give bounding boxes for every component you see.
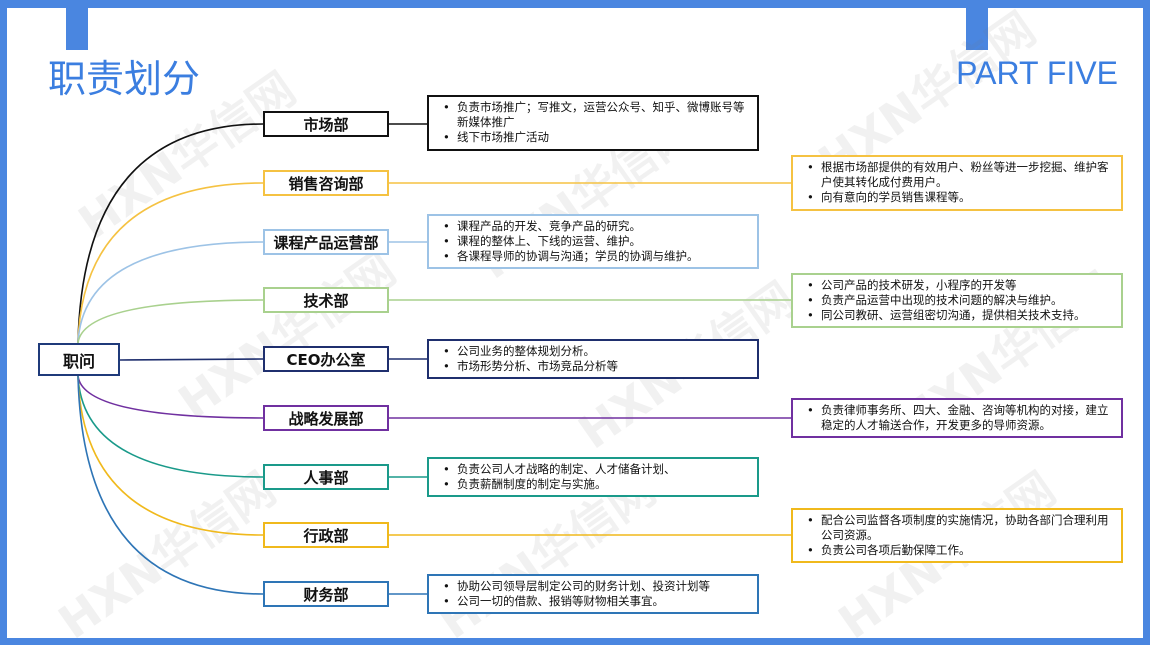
department-description: 负责市场推广；写推文，运营公众号、知乎、微博账号等新媒体推广线下市场推广活动: [427, 95, 759, 151]
description-item: 负责产品运营中出现的技术问题的解决与维护。: [807, 293, 1115, 308]
department-node: 技术部: [263, 287, 389, 313]
department-description: 负责律师事务所、四大、金融、咨询等机构的对接，建立稳定的人才输送合作，开发更多的…: [791, 398, 1123, 438]
department-node: 财务部: [263, 581, 389, 607]
description-item: 负责律师事务所、四大、金融、咨询等机构的对接，建立稳定的人才输送合作，开发更多的…: [807, 403, 1115, 433]
department-node: 课程产品运营部: [263, 229, 389, 255]
connector-root-to-dept: [77, 375, 264, 478]
description-item: 各课程导师的协调与沟通；学员的协调与维护。: [443, 249, 751, 264]
description-item: 负责公司各项后勤保障工作。: [807, 543, 1115, 558]
connector-root-to-dept: [77, 299, 264, 344]
description-item: 向有意向的学员销售课程等。: [807, 190, 1115, 205]
connector-root-to-dept: [77, 375, 264, 536]
description-list: 负责律师事务所、四大、金融、咨询等机构的对接，建立稳定的人才输送合作，开发更多的…: [801, 403, 1115, 433]
description-item: 公司一切的借款、报销等财物相关事宜。: [443, 594, 751, 609]
description-list: 公司业务的整体规划分析。市场形势分析、市场竞品分析等: [437, 344, 751, 374]
department-node: 市场部: [263, 111, 389, 137]
department-description: 课程产品的开发、竞争产品的研究。课程的整体上、下线的运营、维护。各课程导师的协调…: [427, 214, 759, 269]
description-item: 根据市场部提供的有效用户、粉丝等进一步挖掘、维护客户使其转化成付费用户。: [807, 160, 1115, 190]
top-tab-right: [966, 0, 988, 50]
top-tab-left: [66, 0, 88, 50]
department-node: CEO办公室: [263, 346, 389, 372]
department-node: 销售咨询部: [263, 170, 389, 196]
connector-root-to-dept: [119, 358, 264, 361]
description-item: 同公司教研、运营组密切沟通，提供相关技术支持。: [807, 308, 1115, 323]
root-node: 职问: [38, 343, 120, 376]
description-list: 公司产品的技术研发，小程序的开发等负责产品运营中出现的技术问题的解决与维护。同公…: [801, 278, 1115, 323]
connector-root-to-dept: [77, 241, 264, 344]
description-list: 负责市场推广；写推文，运营公众号、知乎、微博账号等新媒体推广线下市场推广活动: [437, 100, 751, 145]
description-list: 根据市场部提供的有效用户、粉丝等进一步挖掘、维护客户使其转化成付费用户。向有意向…: [801, 160, 1115, 205]
department-description: 公司产品的技术研发，小程序的开发等负责产品运营中出现的技术问题的解决与维护。同公…: [791, 273, 1123, 328]
description-item: 线下市场推广活动: [443, 130, 751, 145]
description-item: 市场形势分析、市场竞品分析等: [443, 359, 751, 374]
description-item: 配合公司监督各项制度的实施情况，协助各部门合理利用公司资源。: [807, 513, 1115, 543]
department-node: 战略发展部: [263, 405, 389, 431]
description-item: 负责薪酬制度的制定与实施。: [443, 477, 751, 492]
description-list: 配合公司监督各项制度的实施情况，协助各部门合理利用公司资源。负责公司各项后勤保障…: [801, 513, 1115, 558]
department-description: 负责公司人才战略的制定、人才储备计划、负责薪酬制度的制定与实施。: [427, 457, 759, 497]
description-list: 课程产品的开发、竞争产品的研究。课程的整体上、下线的运营、维护。各课程导师的协调…: [437, 219, 751, 264]
description-item: 协助公司领导层制定公司的财务计划、投资计划等: [443, 579, 751, 594]
description-item: 课程产品的开发、竞争产品的研究。: [443, 219, 751, 234]
description-item: 负责公司人才战略的制定、人才储备计划、: [443, 462, 751, 477]
department-description: 协助公司领导层制定公司的财务计划、投资计划等公司一切的借款、报销等财物相关事宜。: [427, 574, 759, 614]
connector-root-to-dept: [77, 182, 264, 344]
department-description: 根据市场部提供的有效用户、粉丝等进一步挖掘、维护客户使其转化成付费用户。向有意向…: [791, 155, 1123, 211]
department-node: 人事部: [263, 464, 389, 490]
connector-root-to-dept: [77, 123, 264, 344]
description-item: 公司产品的技术研发，小程序的开发等: [807, 278, 1115, 293]
department-description: 公司业务的整体规划分析。市场形势分析、市场竞品分析等: [427, 339, 759, 379]
description-list: 协助公司领导层制定公司的财务计划、投资计划等公司一切的借款、报销等财物相关事宜。: [437, 579, 751, 609]
page-title: 职责划分: [48, 57, 201, 101]
connector-root-to-dept: [77, 375, 264, 419]
department-node: 行政部: [263, 522, 389, 548]
connector-root-to-dept: [77, 375, 264, 595]
description-list: 负责公司人才战略的制定、人才储备计划、负责薪酬制度的制定与实施。: [437, 462, 751, 492]
description-item: 负责市场推广；写推文，运营公众号、知乎、微博账号等新媒体推广: [443, 100, 751, 130]
description-item: 公司业务的整体规划分析。: [443, 344, 751, 359]
part-label: PART FIVE: [956, 55, 1118, 91]
department-description: 配合公司监督各项制度的实施情况，协助各部门合理利用公司资源。负责公司各项后勤保障…: [791, 508, 1123, 563]
description-item: 课程的整体上、下线的运营、维护。: [443, 234, 751, 249]
